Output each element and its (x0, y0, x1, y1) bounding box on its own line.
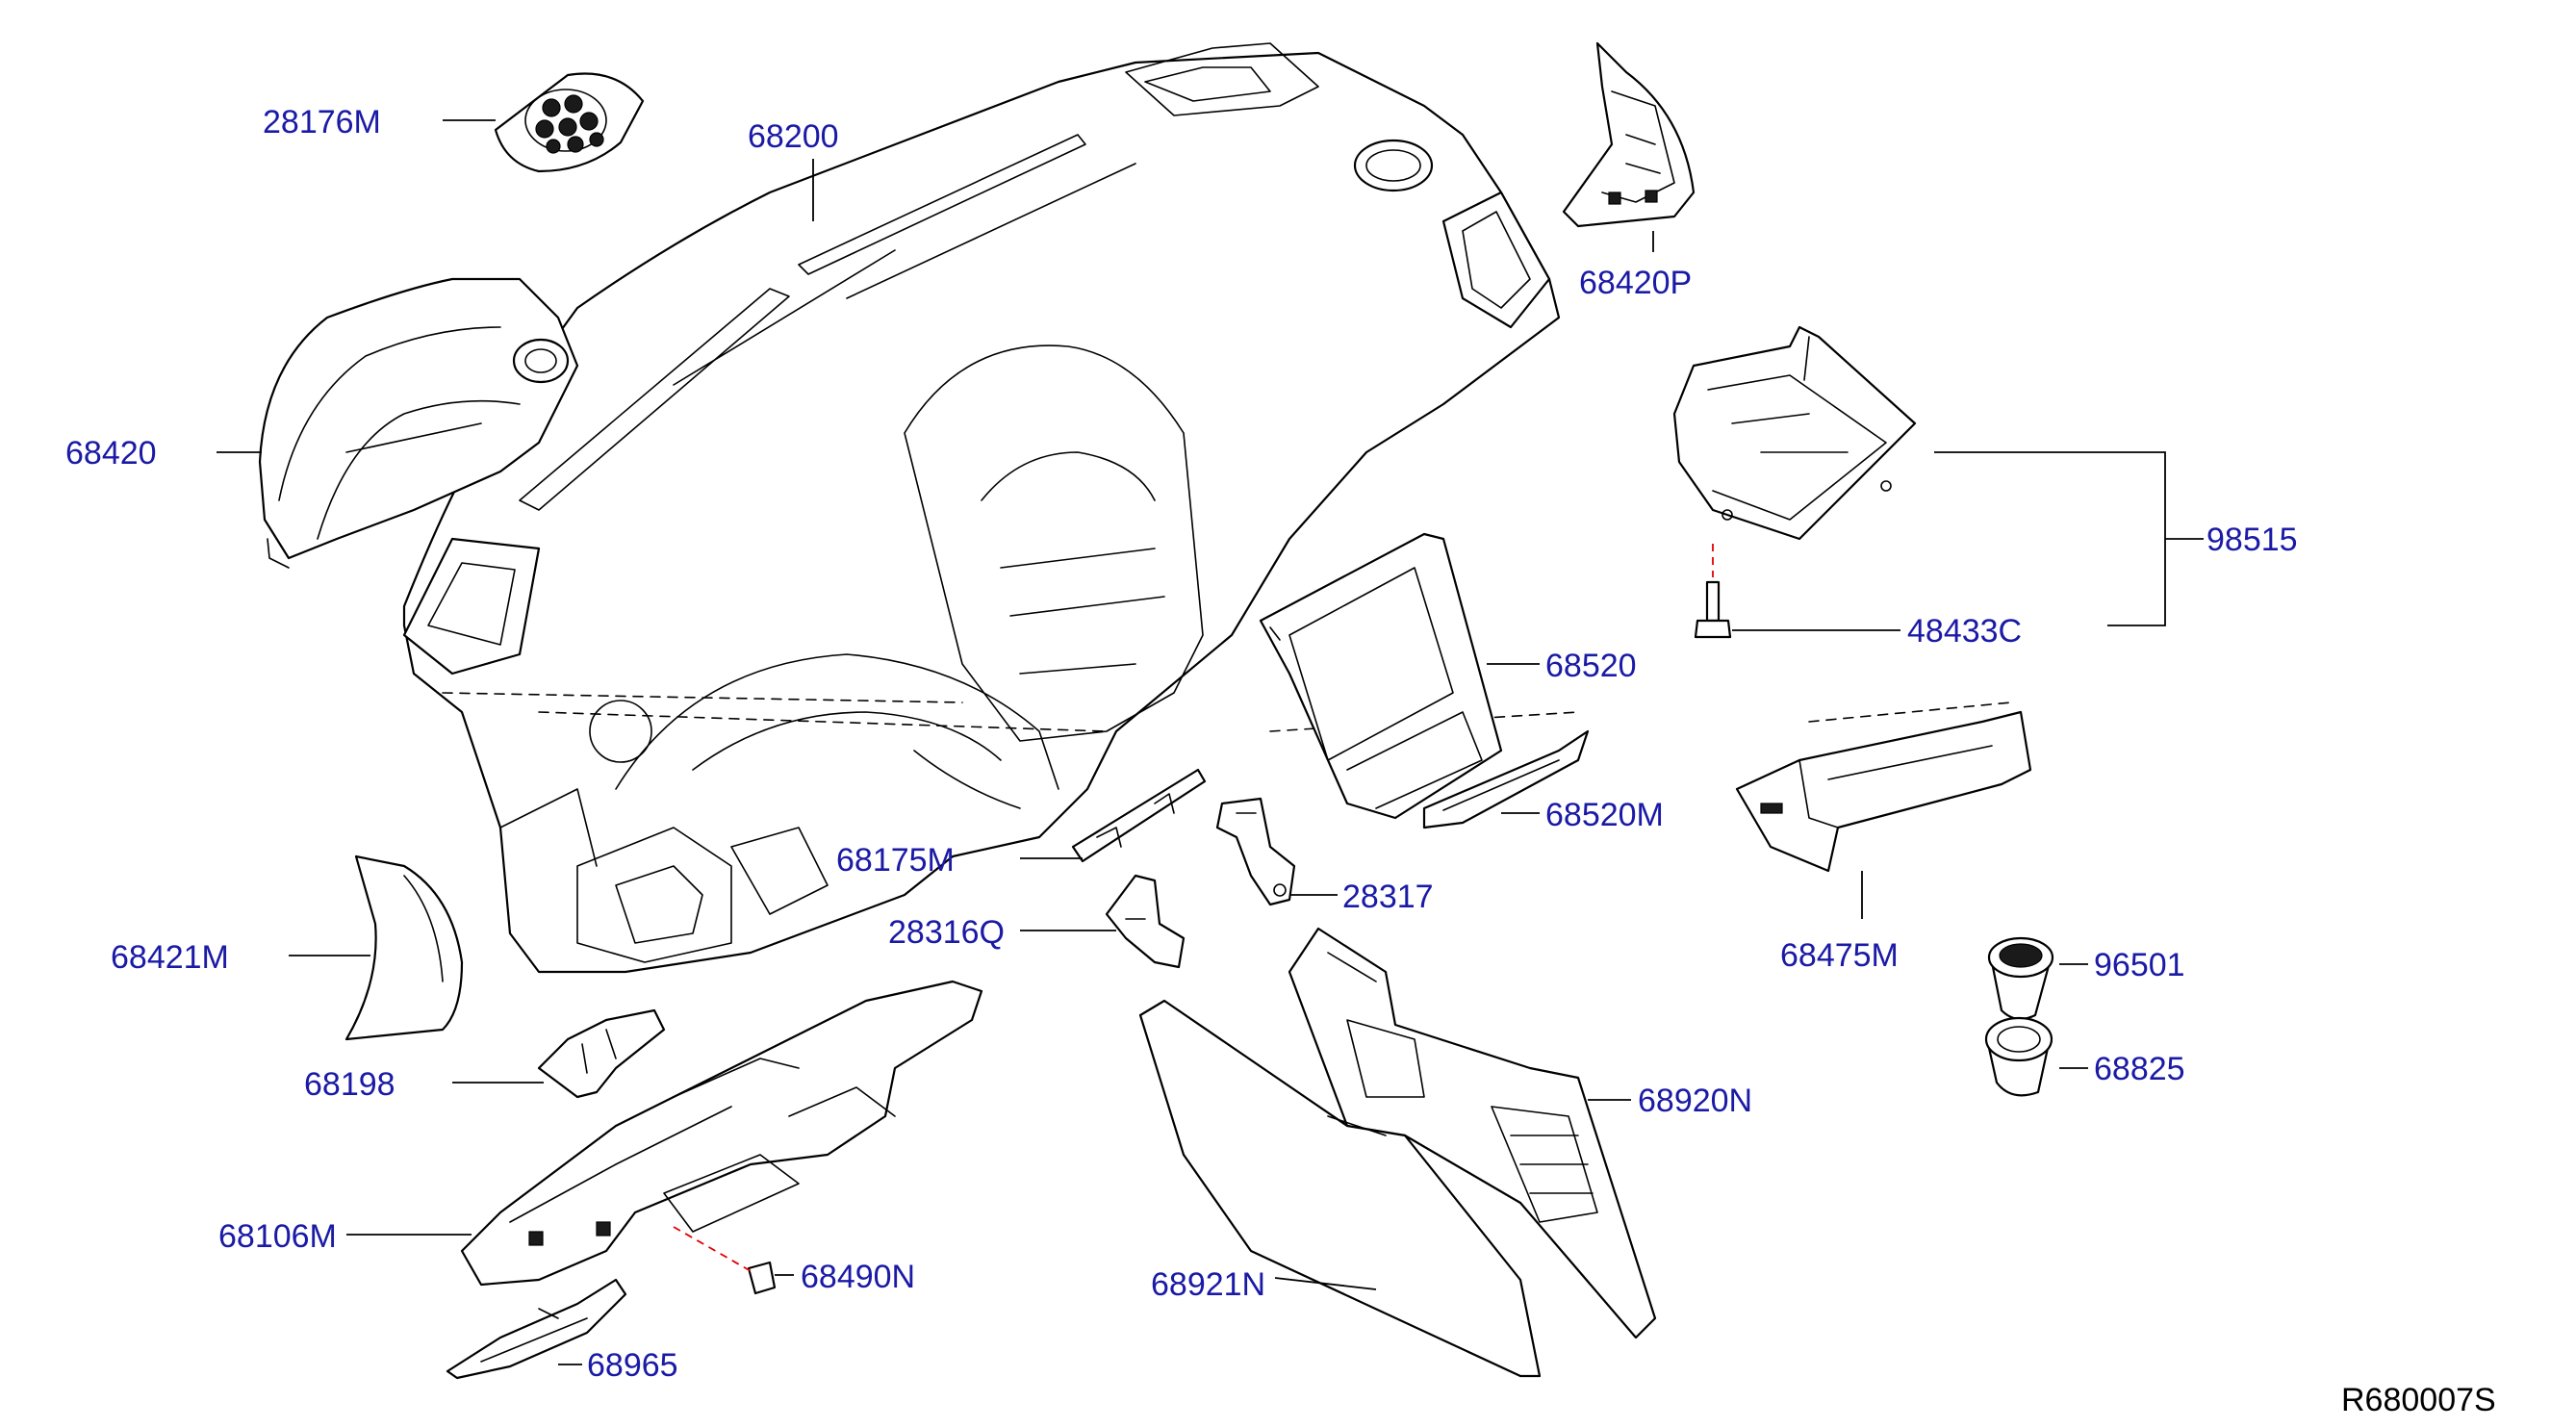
callout-96501: 96501 (2094, 947, 2185, 983)
part-side-cover (344, 854, 464, 1041)
callout-68490N: 68490N (801, 1259, 915, 1295)
callout-68920N: 68920N (1638, 1083, 1752, 1119)
part-bracket-28317 (1215, 797, 1296, 906)
callout-68965: 68965 (587, 1347, 678, 1384)
callout-68520M: 68520M (1545, 797, 1664, 833)
callout-68475M: 68475M (1780, 937, 1899, 974)
part-airbag-sensor-bracket (1672, 325, 1917, 541)
part-instrument-panel (402, 42, 1579, 974)
part-center-trim-strip (1422, 729, 1590, 829)
callout-28317: 28317 (1342, 879, 1434, 915)
part-bolt (1694, 580, 1732, 639)
callout-48433C: 48433C (1907, 613, 2022, 650)
callout-68825: 68825 (2094, 1051, 2185, 1087)
callout-68200: 68200 (748, 118, 839, 155)
callout-68420P: 68420P (1579, 265, 1692, 301)
part-lower-cover-68921N (1138, 999, 1542, 1378)
part-clip (747, 1261, 777, 1295)
part-cluster-lid (258, 277, 579, 569)
callout-28316Q: 28316Q (888, 914, 1005, 951)
part-lower-panel (460, 980, 983, 1287)
part-speaker-grille (494, 72, 645, 173)
callout-68921N: 68921N (1151, 1266, 1265, 1303)
part-glove-box (1735, 701, 2032, 873)
callout-28176M: 28176M (263, 104, 381, 140)
part-bracket-68198 (537, 1008, 666, 1099)
callout-68420: 68420 (65, 435, 157, 472)
leader-lines (217, 119, 2204, 1365)
callout-98515: 98515 (2206, 522, 2298, 558)
part-bracket-28316Q (1105, 874, 1186, 969)
callout-labels: 28176M 68200 68420P 68420 98515 48433C 6… (65, 104, 2496, 1418)
callout-68106M: 68106M (218, 1218, 337, 1255)
part-cup-holder-top (1987, 936, 2054, 1021)
part-side-finisher (1562, 41, 1696, 228)
callout-68175M: 68175M (836, 842, 955, 879)
part-lower-trim-strip (446, 1278, 627, 1380)
diagram-reference-code: R680007S (2341, 1382, 2496, 1418)
callout-68198: 68198 (304, 1066, 395, 1103)
part-center-finisher (1259, 532, 1503, 820)
callout-68520: 68520 (1545, 648, 1637, 684)
callout-68421M: 68421M (111, 939, 229, 976)
part-cup-holder-insert (1984, 1016, 2053, 1097)
part-bracket-68175M (1071, 768, 1207, 863)
